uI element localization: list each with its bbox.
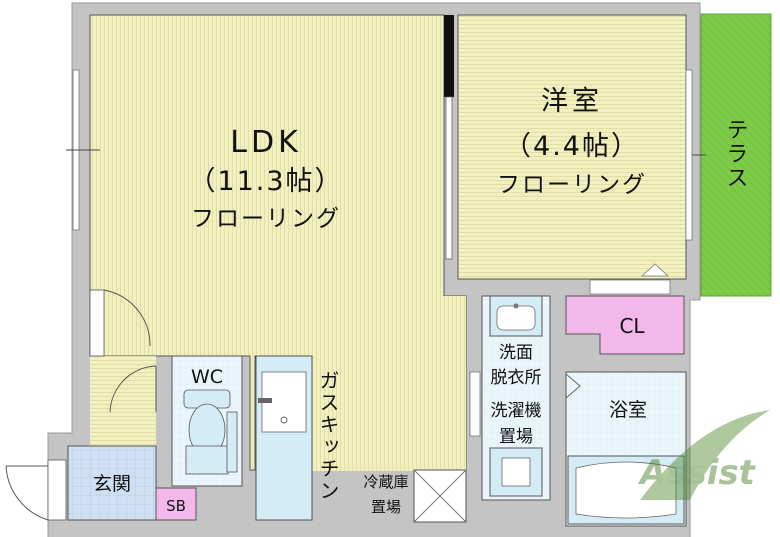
washer-label-2: 置場 [499,427,533,447]
faucet-icon [513,303,519,309]
sink-faucet-icon [258,398,272,403]
ldk-floor-lower [312,296,466,471]
washroom-name-2: 脱衣所 [491,368,542,388]
right-window [685,69,693,241]
ldk-name: LDK [230,125,302,160]
sliding-door [445,96,453,260]
assist-logo-text: Assist [637,453,757,493]
sink-drain-icon [280,416,288,424]
bathroom-door-mark [565,373,581,399]
fridge-label-1: 冷蔵庫 [363,473,408,491]
front-door-frame [47,459,67,521]
assist-logo-swoosh [640,410,770,500]
front-door-swing [5,465,49,521]
partition-wall-black [444,15,454,97]
hall-floor [90,356,156,446]
entrance-door-swing [103,289,151,347]
wc-side-panel [226,411,238,473]
closet-door [589,279,671,295]
washroom-name-1: 洗面 [499,343,533,363]
terrace-name: テラス [723,118,748,190]
genkan-floor [67,445,157,521]
closet-door-notch [640,263,670,277]
washer-label-1: 洗濯機 [491,401,542,421]
fridge-label-2: 置場 [371,498,401,516]
closet-name: CL [619,314,645,338]
entrance-door-frame [89,289,105,357]
bathroom-name: 浴室 [609,399,647,421]
western-room-name: 洋室 [541,86,603,117]
ldk-size: （11.3帖） [188,166,343,197]
wc-name: WC [191,366,223,388]
washer-drain [501,457,531,487]
toilet-base [185,445,229,475]
fridge-cross [413,469,467,523]
washroom-door [469,371,481,437]
western-room-size: （4.4帖） [504,131,640,162]
ldk-floor-type: フローリング [191,206,341,232]
hall-door-swing [109,365,157,413]
western-room-floor [457,14,687,280]
western-room-floor-type: フローリング [497,172,647,198]
closet-floor [565,295,685,355]
shoe-box-name: SB [166,497,186,515]
genkan-name: 玄関 [93,473,131,495]
shoe-box [155,487,197,521]
washbasin-bowl [496,305,536,331]
assist-watermark: Assist [637,410,770,500]
kitchen-name: ガスキッチン [316,370,340,502]
bathtub-inner [575,461,677,519]
